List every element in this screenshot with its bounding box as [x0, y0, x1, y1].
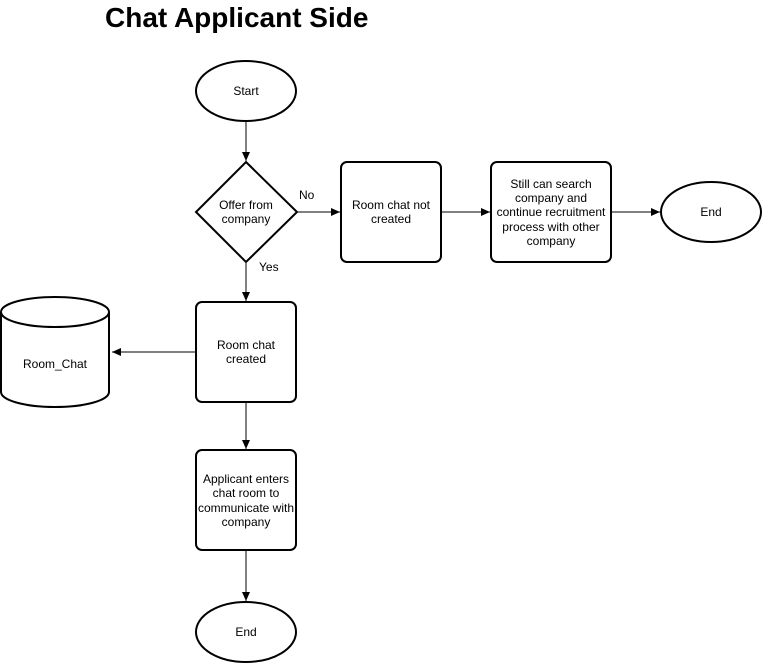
search-line-3: continue recruitment	[497, 205, 606, 219]
end-right-label: End	[700, 205, 721, 219]
decision-line-2: company	[222, 212, 271, 226]
database-label: Room_Chat	[23, 357, 88, 371]
edge-label-yes: Yes	[259, 260, 279, 274]
created-node: Room chat created	[195, 301, 297, 403]
decision-node: Offer from company	[194, 160, 299, 264]
not-created-line-1: Room chat not	[352, 198, 431, 212]
not-created-node: Room chat not created	[340, 161, 442, 263]
created-line-2: created	[226, 352, 266, 366]
end-bottom-label: End	[235, 625, 256, 639]
search-line-5: company	[527, 234, 576, 248]
search-line-4: process with other	[502, 220, 599, 234]
end-bottom-node: End	[195, 601, 297, 663]
enters-line-1: Applicant enters	[203, 472, 289, 486]
start-label: Start	[233, 84, 259, 98]
database-node: Room_Chat	[0, 296, 110, 408]
page-title: Chat Applicant Side	[105, 2, 368, 33]
enters-line-2: chat room to	[213, 486, 280, 500]
enters-line-3: communicate with	[198, 501, 294, 515]
search-line-1: Still can search	[510, 177, 591, 191]
start-node: Start	[195, 60, 297, 122]
end-right-node: End	[660, 181, 762, 243]
not-created-line-2: created	[371, 212, 411, 226]
edges: No Yes	[112, 122, 660, 601]
enters-line-4: company	[222, 515, 271, 529]
search-node: Still can search company and continue re…	[490, 161, 612, 263]
edge-label-no: No	[299, 188, 315, 202]
enters-node: Applicant enters chat room to communicat…	[195, 449, 297, 551]
search-line-2: company and	[515, 191, 587, 205]
decision-line-1: Offer from	[219, 198, 273, 212]
created-line-1: Room chat	[217, 338, 276, 352]
